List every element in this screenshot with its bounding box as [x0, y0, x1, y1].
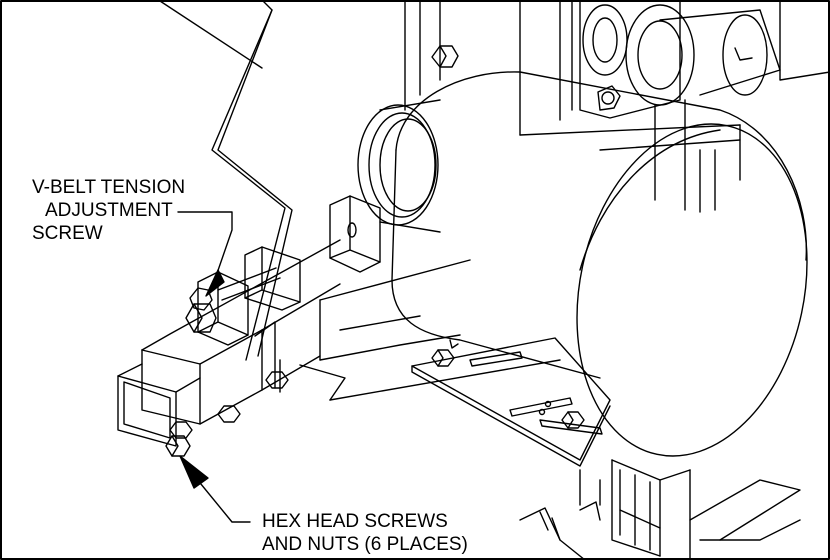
tension-screw-assembly	[185, 246, 301, 346]
hex-screws-callout: HEX HEAD SCREWS AND NUTS (6 PLACES)	[262, 510, 468, 556]
chute-panel	[159, 0, 293, 361]
support-legs	[579, 459, 691, 560]
motor-mount-bracket	[329, 195, 381, 273]
frame-hex-nuts	[165, 371, 289, 457]
frame-rails	[404, 0, 741, 213]
base-hex-nuts	[431, 339, 585, 429]
hex-bolt-icon	[431, 45, 459, 68]
callout-line: ADJUSTMENT	[45, 200, 173, 221]
callout-line: V-BELT TENSION	[32, 177, 186, 198]
electric-motor	[391, 71, 808, 457]
lower-frame-tube	[254, 259, 561, 401]
vbelt-leader-line	[177, 211, 233, 283]
vbelt-tension-callout: V-BELT TENSION ADJUSTMENT SCREW	[32, 176, 185, 245]
v-belt-pulley	[357, 99, 441, 233]
tension-tube	[117, 239, 341, 447]
bottom-brace	[519, 479, 801, 560]
gearbox-housing	[579, 0, 830, 119]
hex-leader-line	[195, 477, 251, 523]
callout-line: AND NUTS (6 PLACES)	[262, 534, 468, 555]
arrow-pointer-icon	[205, 269, 225, 297]
callout-line: SCREW	[32, 223, 103, 244]
arrow-pointer-icon	[179, 455, 209, 489]
callout-line: HEX HEAD SCREWS	[262, 511, 448, 532]
